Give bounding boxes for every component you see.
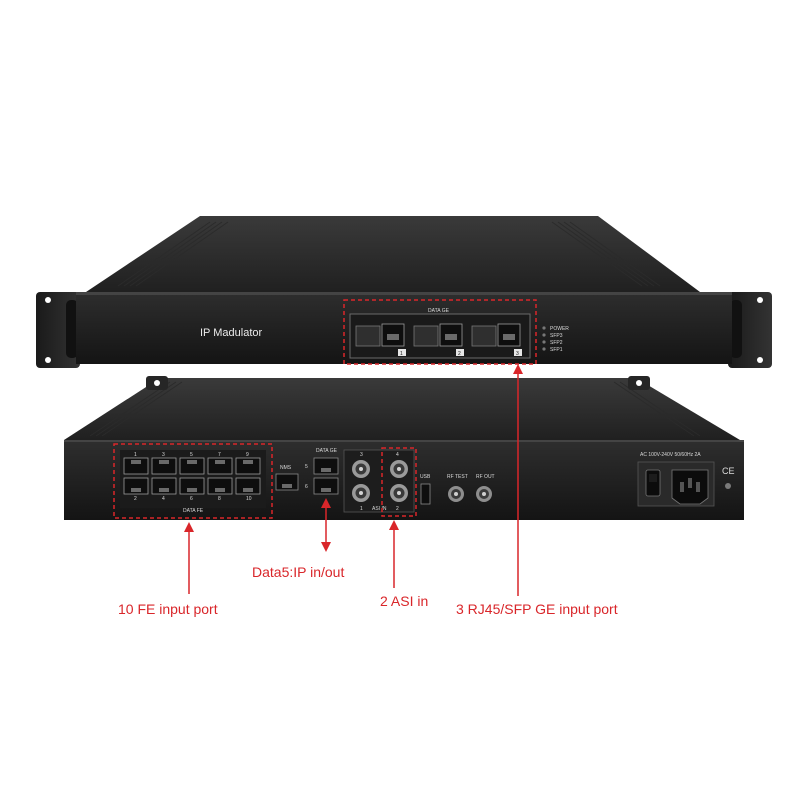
callout-asi: 2 ASI in xyxy=(380,593,428,609)
front-unit: IP Madulator DATA GE 1 2 3 POWER SFP3 SFP2… xyxy=(36,216,772,368)
fe-port-7[interactable] xyxy=(207,457,233,475)
asi-number-1: 1 xyxy=(360,506,363,512)
fe-port-2[interactable] xyxy=(123,477,149,495)
front-ge-port-number: 2 xyxy=(458,351,461,357)
fe-section-label: DATA FE xyxy=(183,508,204,514)
fe-port-9[interactable] xyxy=(235,457,261,475)
front-ge-callout-box xyxy=(343,299,537,365)
led-label-sfp3: SFP3 xyxy=(550,333,563,339)
fe-number-bottom: 10 xyxy=(246,496,252,502)
fe-port-4[interactable] xyxy=(151,477,177,495)
lid-vents xyxy=(117,221,661,287)
rear-ge-label: DATA GE xyxy=(316,448,338,454)
rear-unit: DATA FE 1 2 3 4 5 6 7 8 9 10 NMS DATA GE 5 6 3 4 … xyxy=(64,376,744,520)
fe-port-block: DATA FE 1 2 3 4 5 6 7 8 9 10 xyxy=(120,450,266,514)
fe-port-5[interactable] xyxy=(179,457,205,475)
front-ge-section-label: DATA GE xyxy=(428,308,450,314)
fe-number-bottom: 8 xyxy=(218,496,221,502)
led-label-sfp1: SFP1 xyxy=(550,347,563,353)
fe-callout-box xyxy=(113,443,273,519)
fe-port-3[interactable] xyxy=(151,457,177,475)
front-unit-lid xyxy=(86,216,700,292)
asi-connector[interactable] xyxy=(390,484,408,502)
front-ge-port-3[interactable]: 3 xyxy=(471,323,522,357)
ground-terminal xyxy=(725,483,731,489)
rf-out-connector[interactable] xyxy=(476,486,492,502)
asi-connector[interactable] xyxy=(352,484,370,502)
power-rating: AC 100V-240V 50/60Hz 2A xyxy=(640,452,701,458)
fe-number-top: 5 xyxy=(190,452,193,458)
asi-block: 3 4 1 2 ASI IN xyxy=(343,449,415,513)
usb-label: USB xyxy=(420,474,431,480)
fe-number-top: 9 xyxy=(246,452,249,458)
fe-number-top: 1 xyxy=(134,452,137,458)
fe-arrow-head xyxy=(184,522,194,532)
led-label-sfp2: SFP2 xyxy=(550,340,563,346)
rf-group: RF TEST RF OUT xyxy=(447,474,495,502)
front-ge-port-number: 3 xyxy=(516,351,519,357)
power-switch[interactable] xyxy=(645,469,661,497)
led-label-power: POWER xyxy=(550,326,569,332)
callout-fe: 10 FE input port xyxy=(118,601,218,617)
front-rack-ear-right xyxy=(728,292,772,368)
fe-port-1[interactable] xyxy=(123,457,149,475)
fe-port-8[interactable] xyxy=(207,477,233,495)
rf-out-label: RF OUT xyxy=(476,474,495,480)
callout-data5: Data5:IP in/out xyxy=(252,564,344,580)
rf-test-label: RF TEST xyxy=(447,474,468,480)
rear-ge-port-5[interactable] xyxy=(313,457,339,475)
ge-arrow-head xyxy=(513,364,523,374)
front-ge-port-1[interactable]: 1 xyxy=(355,323,406,357)
asi-callout-box xyxy=(381,447,417,517)
ce-mark: CE xyxy=(722,466,735,476)
rear-unit-lid xyxy=(64,378,740,440)
front-ge-port-number: 1 xyxy=(400,351,403,357)
callout-ge: 3 RJ45/SFP GE input port xyxy=(456,601,618,617)
asi-connector[interactable] xyxy=(352,460,370,478)
data5-arrow-head-down xyxy=(321,542,331,552)
nms-port[interactable] xyxy=(275,473,299,491)
asi-number-3: 3 xyxy=(360,452,363,458)
device-title: IP Madulator xyxy=(200,327,263,339)
rf-test-connector[interactable] xyxy=(448,486,464,502)
usb-group: USB xyxy=(420,474,431,505)
nms-label: NMS xyxy=(280,465,292,471)
led-indicators: POWER SFP3 SFP2 SFP1 xyxy=(542,326,569,353)
rear-ge-number-5: 5 xyxy=(305,464,308,470)
fe-port-6[interactable] xyxy=(179,477,205,495)
fe-number-bottom: 2 xyxy=(134,496,137,502)
asi-number-2: 2 xyxy=(396,506,399,512)
front-rack-ear-left xyxy=(36,292,80,368)
nms-port-group: NMS xyxy=(275,465,299,491)
asi-number-4: 4 xyxy=(396,452,399,458)
rear-ge-port-6[interactable] xyxy=(313,477,339,495)
asi-label: ASI IN xyxy=(372,506,387,512)
fe-number-top: 3 xyxy=(162,452,165,458)
power-group: AC 100V-240V 50/60Hz 2A CE xyxy=(637,452,735,507)
fe-number-top: 7 xyxy=(218,452,221,458)
rear-ge-number-6: 6 xyxy=(305,484,308,490)
fe-number-bottom: 6 xyxy=(190,496,193,502)
front-ge-port-2[interactable]: 2 xyxy=(413,323,464,357)
rear-ge-group: DATA GE 5 6 xyxy=(305,448,339,495)
fe-number-bottom: 4 xyxy=(162,496,165,502)
asi-arrow-head xyxy=(389,520,399,530)
usb-port[interactable] xyxy=(420,483,431,505)
power-inlet[interactable] xyxy=(671,469,709,505)
fe-port-10[interactable] xyxy=(235,477,261,495)
front-ge-module: DATA GE 1 2 3 xyxy=(349,308,531,359)
data5-arrow-head-up xyxy=(321,498,331,508)
callout-arrows xyxy=(184,364,523,596)
asi-connector[interactable] xyxy=(390,460,408,478)
